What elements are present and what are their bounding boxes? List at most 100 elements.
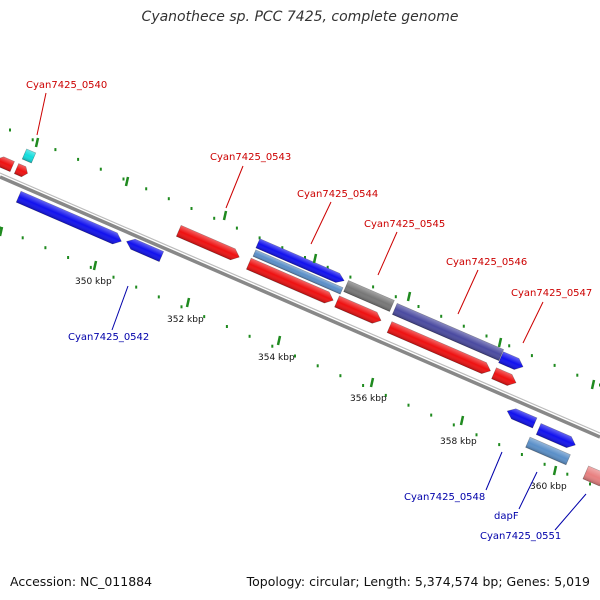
map-title: Cyanothece sp. PCC 7425, complete genome: [141, 9, 459, 25]
lower-major-tick: [0, 226, 4, 237]
lower-dot: [543, 462, 546, 466]
upper-dot: [9, 128, 11, 132]
gene-box-cyan: [21, 148, 37, 164]
gene-arrow-red: [491, 367, 517, 386]
upper-dot: [394, 295, 397, 299]
upper-dot: [576, 373, 579, 377]
lower-dot: [475, 433, 478, 437]
upper-dot: [372, 285, 375, 289]
label-leader-line: [111, 285, 129, 331]
lower-major-tick: [185, 297, 191, 308]
gene-arrow-blue: [126, 238, 165, 262]
gene-arrow-blue: [498, 351, 524, 370]
label-leader-line: [310, 201, 332, 245]
upper-dot: [462, 324, 465, 328]
gene-arrow-red: [175, 224, 240, 261]
scale-label: 360 kbp: [530, 482, 567, 492]
lower-dot: [407, 403, 410, 407]
upper-dot: [31, 138, 34, 142]
lower-major-tick: [92, 260, 98, 271]
forward-gene-label: Cyan7425_0543: [210, 152, 291, 163]
lower-major-tick: [459, 415, 465, 426]
upper-major-tick: [312, 253, 318, 264]
gene-box-steel: [525, 436, 571, 466]
lower-dot: [112, 275, 115, 279]
gene-arrow-blue: [255, 238, 345, 283]
upper-dot: [77, 157, 80, 161]
upper-dot: [54, 148, 57, 152]
upper-major-tick: [124, 176, 130, 187]
label-leader-line: [522, 301, 544, 344]
genome-backbone: [0, 172, 600, 439]
reverse-gene-label: dapF: [494, 511, 519, 522]
lower-major-tick: [552, 465, 558, 476]
label-leader-line: [485, 451, 503, 491]
lower-dot: [294, 354, 296, 358]
upper-dot: [122, 177, 125, 181]
upper-major-tick: [590, 379, 596, 390]
upper-dot: [213, 216, 216, 220]
label-leader-line: [377, 231, 398, 276]
accession-text: Accession: NC_011884: [10, 574, 153, 589]
lower-major-tick: [276, 335, 282, 346]
lower-dot: [89, 265, 92, 269]
lower-major-tick: [369, 377, 375, 388]
gene-arrow-blue: [535, 423, 576, 448]
upper-major-tick: [406, 291, 412, 302]
label-leader-line: [225, 165, 244, 209]
backbone-line-highlight: [0, 172, 600, 434]
upper-dot: [440, 314, 443, 318]
lower-dot: [566, 472, 569, 476]
upper-major-tick: [222, 210, 228, 221]
gene-arrow-red: [386, 321, 491, 374]
backbone-line-outer: [0, 175, 600, 439]
upper-dot: [235, 226, 238, 230]
gene-arrow-red: [0, 156, 15, 173]
upper-dot: [508, 344, 511, 348]
lower-dot: [157, 295, 160, 299]
upper-dot: [485, 334, 488, 338]
lower-dot: [21, 236, 24, 240]
label-leader-line: [518, 471, 538, 510]
upper-major-tick: [497, 337, 503, 348]
gene-arrow-red: [246, 257, 334, 304]
upper-dot: [145, 187, 148, 191]
upper-dot: [190, 207, 193, 210]
lower-dot: [384, 393, 387, 397]
gene-arrow-red: [334, 295, 382, 324]
lower-dot: [67, 256, 70, 259]
gene-features: [0, 148, 600, 487]
gene-box-pink: [582, 465, 600, 487]
dot-tracks: [0, 128, 600, 486]
topology-text: Topology: circular; Length: 5,374,574 bp…: [246, 574, 590, 589]
forward-gene-label: Cyan7425_0547: [511, 288, 592, 299]
scale-label: 350 kbp: [75, 277, 112, 287]
forward-gene-label: Cyan7425_0544: [297, 189, 378, 200]
upper-dot: [99, 167, 102, 171]
gene-box-steel: [252, 249, 344, 295]
reverse-gene-label: Cyan7425_0551: [480, 531, 561, 542]
lower-dot: [589, 482, 591, 486]
scale-label: 352 kbp: [167, 315, 204, 325]
reverse-gene-label: Cyan7425_0548: [404, 492, 485, 503]
upper-dot: [417, 305, 420, 308]
upper-major-tick: [34, 137, 40, 148]
reverse-gene-label: Cyan7425_0542: [68, 332, 149, 343]
lower-dot: [316, 364, 319, 368]
gene-labels: Cyan7425_0540Cyan7425_0543Cyan7425_0544C…: [26, 80, 592, 542]
scale-label: 358 kbp: [440, 437, 477, 447]
lower-dot: [180, 305, 183, 309]
upper-dot: [258, 236, 261, 240]
label-leader-line: [554, 493, 587, 531]
upper-dot: [281, 246, 284, 250]
upper-dot: [167, 197, 170, 201]
forward-gene-label: Cyan7425_0545: [364, 219, 445, 230]
gene-arrow-red: [13, 163, 28, 178]
lower-dot: [44, 246, 47, 250]
label-leader-line: [36, 92, 47, 136]
lower-dot: [339, 374, 342, 378]
gene-box-slate: [392, 303, 504, 361]
upper-dot: [530, 354, 533, 358]
